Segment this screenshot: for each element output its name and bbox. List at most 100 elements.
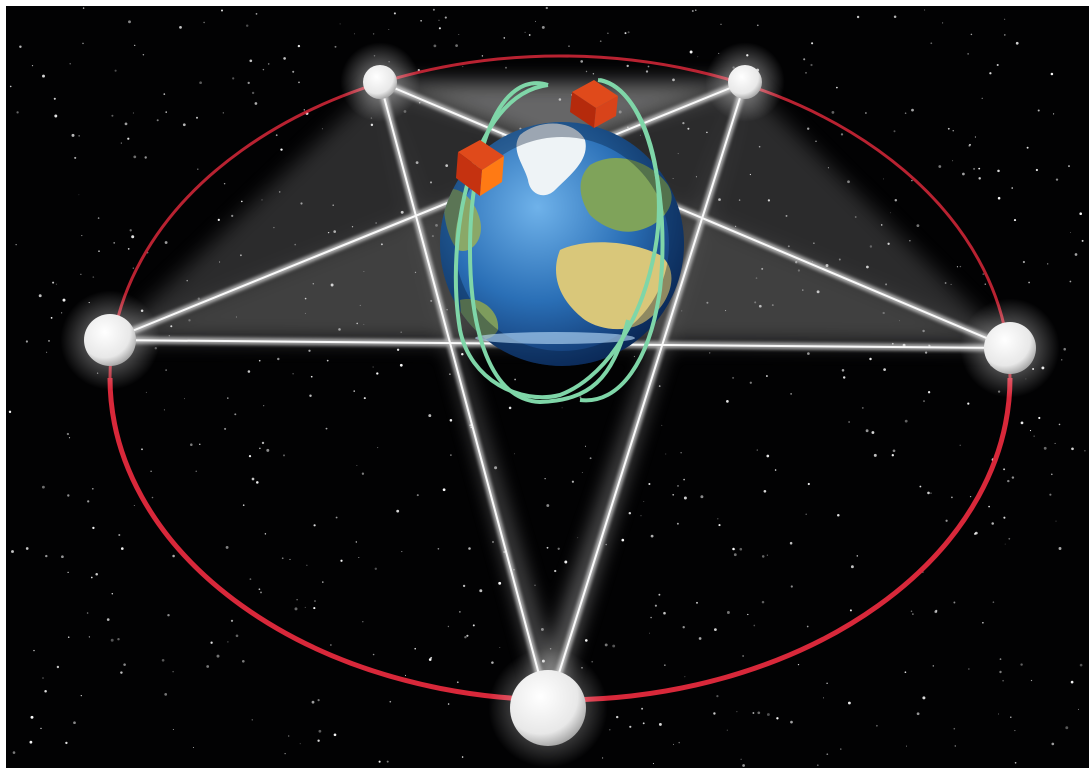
star <box>969 495 972 498</box>
star <box>326 359 329 362</box>
star <box>68 437 71 439</box>
star <box>298 81 300 84</box>
star <box>358 556 360 559</box>
star <box>377 447 379 449</box>
star <box>716 695 719 698</box>
star <box>557 547 560 550</box>
star <box>1002 679 1004 682</box>
star <box>810 63 813 67</box>
star <box>262 68 265 71</box>
star <box>923 400 925 403</box>
star <box>399 363 403 367</box>
star <box>840 748 842 750</box>
star <box>763 489 767 493</box>
star <box>604 643 608 647</box>
star <box>924 9 926 11</box>
star <box>969 143 971 146</box>
star <box>1026 146 1029 149</box>
star <box>192 747 194 749</box>
star <box>1058 547 1062 550</box>
star <box>164 241 168 244</box>
star <box>199 443 201 445</box>
star <box>682 626 685 629</box>
star <box>805 72 807 74</box>
star <box>87 500 90 503</box>
star <box>15 244 17 246</box>
star <box>930 42 933 45</box>
star <box>248 454 252 458</box>
star <box>599 40 602 43</box>
star <box>571 480 574 483</box>
star <box>935 609 938 612</box>
star <box>182 123 186 127</box>
star <box>718 524 721 527</box>
star <box>658 722 662 726</box>
star <box>310 375 313 378</box>
star <box>847 180 850 184</box>
star <box>363 397 366 400</box>
star <box>1010 716 1012 719</box>
star <box>696 601 698 604</box>
star <box>1070 232 1072 234</box>
star <box>534 20 537 22</box>
star <box>658 593 661 596</box>
star <box>235 634 239 638</box>
star <box>127 137 130 140</box>
star <box>629 725 632 728</box>
star <box>498 581 502 585</box>
star <box>61 555 64 559</box>
star <box>970 33 973 36</box>
star <box>1020 421 1024 425</box>
star <box>277 357 280 361</box>
star <box>585 445 586 447</box>
star <box>546 504 550 507</box>
star <box>904 419 908 423</box>
star <box>683 478 685 481</box>
star <box>968 668 970 670</box>
star <box>361 472 365 475</box>
star <box>953 601 956 604</box>
star <box>456 681 459 684</box>
star <box>41 485 45 489</box>
star <box>942 22 944 24</box>
star <box>455 44 458 47</box>
star <box>444 16 447 19</box>
star <box>883 368 886 371</box>
star <box>726 400 729 403</box>
star <box>988 505 990 508</box>
star <box>554 569 557 573</box>
star <box>1081 239 1084 242</box>
star <box>641 707 644 710</box>
star <box>757 711 761 715</box>
star <box>261 441 265 445</box>
star <box>906 745 908 747</box>
star <box>1014 761 1017 764</box>
star <box>71 133 75 137</box>
star <box>335 516 338 519</box>
star <box>117 637 120 641</box>
star <box>241 659 245 663</box>
star <box>78 135 80 137</box>
star <box>876 724 878 727</box>
star <box>234 413 237 416</box>
star <box>67 636 70 638</box>
star <box>873 453 877 457</box>
star <box>33 649 35 652</box>
star <box>974 136 976 138</box>
star <box>45 554 48 558</box>
star <box>661 424 663 426</box>
star <box>823 697 824 699</box>
star <box>260 591 262 594</box>
star <box>165 111 167 113</box>
star <box>871 431 875 434</box>
star <box>672 493 675 496</box>
star <box>255 13 258 15</box>
star <box>283 454 285 457</box>
star <box>1037 109 1040 112</box>
star <box>807 352 810 355</box>
star <box>308 349 311 352</box>
star <box>82 7 85 9</box>
star <box>333 733 337 737</box>
star <box>1078 708 1080 710</box>
star <box>67 494 70 497</box>
